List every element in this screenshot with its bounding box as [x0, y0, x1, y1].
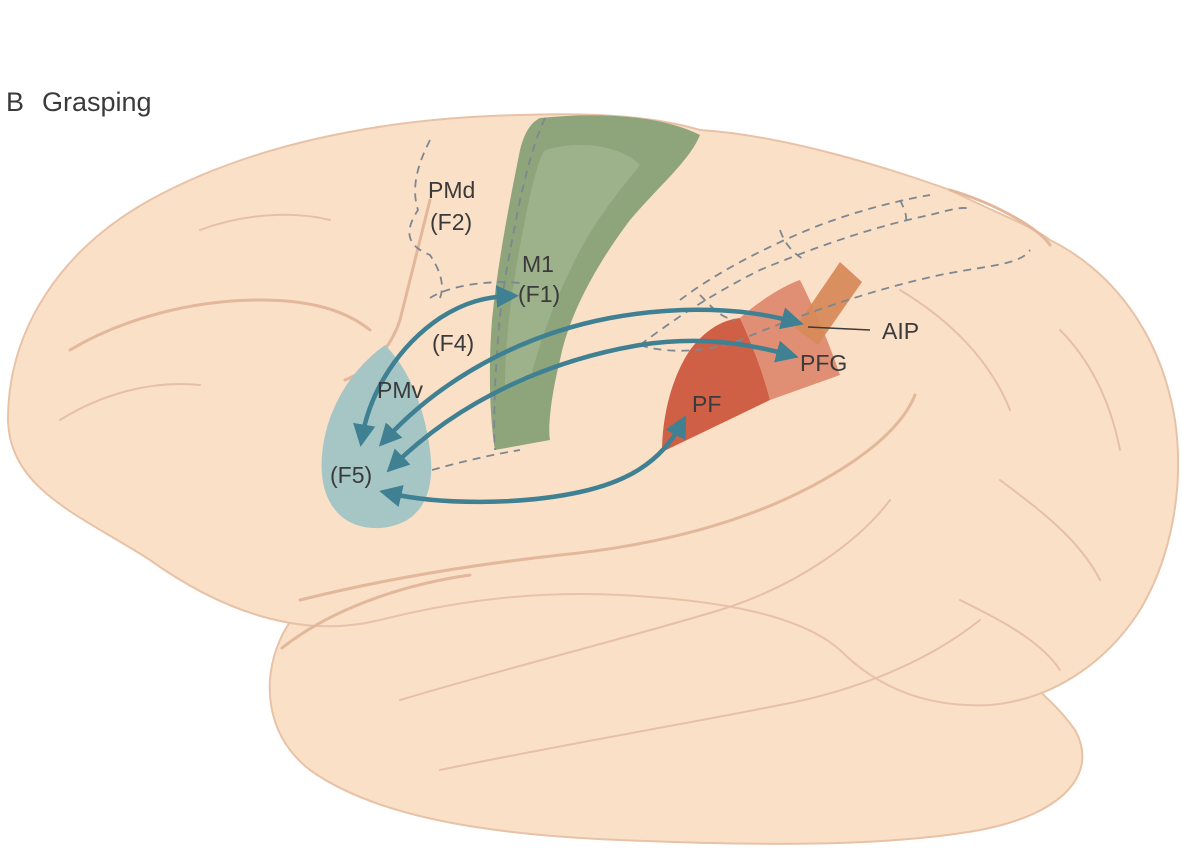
- connection-arrows: [353, 285, 804, 507]
- frontal-sulcus-lower: [59, 383, 201, 421]
- label-m1: M1: [522, 251, 554, 277]
- label-f2: (F2): [430, 209, 472, 235]
- parieto-occipital-edge: [948, 188, 1052, 247]
- principal-sulcus: [68, 298, 372, 352]
- superior-temporal-sulcus: [399, 499, 891, 701]
- ips-inner-boundary: [679, 194, 931, 301]
- occipital-sulcus-2: [999, 479, 1101, 581]
- ips-upper-boundary: [639, 207, 973, 346]
- label-f4: (F4): [432, 330, 474, 356]
- ips-tick-1: [779, 229, 806, 261]
- aip-leader-line: [807, 326, 871, 331]
- pmd-boundary: [408, 139, 443, 299]
- inferior-temporal-sulcus: [439, 619, 981, 771]
- lunate-sulcus: [899, 289, 1011, 411]
- label-pfg: PFG: [800, 350, 847, 376]
- ips-tick-3: [699, 294, 736, 321]
- label-f5: (F5): [330, 462, 372, 488]
- label-pf: PF: [692, 391, 721, 417]
- occipital-sulcus-3: [959, 599, 1061, 671]
- temporal-fold: [280, 573, 472, 650]
- lateral-sulcus: [298, 393, 917, 602]
- occipital-sulcus-1: [1059, 329, 1121, 451]
- label-aip: AIP: [882, 318, 919, 344]
- panel-title: Grasping: [42, 87, 152, 117]
- ips-tick-2: [899, 199, 908, 226]
- frontal-sulcus-upper: [199, 213, 331, 231]
- arrow-f5-pf: [379, 415, 687, 507]
- label-f1: (F1): [518, 281, 560, 307]
- label-pmv: PMv: [377, 377, 424, 403]
- panel-letter: B: [6, 87, 24, 117]
- label-pmd: PMd: [428, 177, 475, 203]
- aip-region: [795, 262, 862, 345]
